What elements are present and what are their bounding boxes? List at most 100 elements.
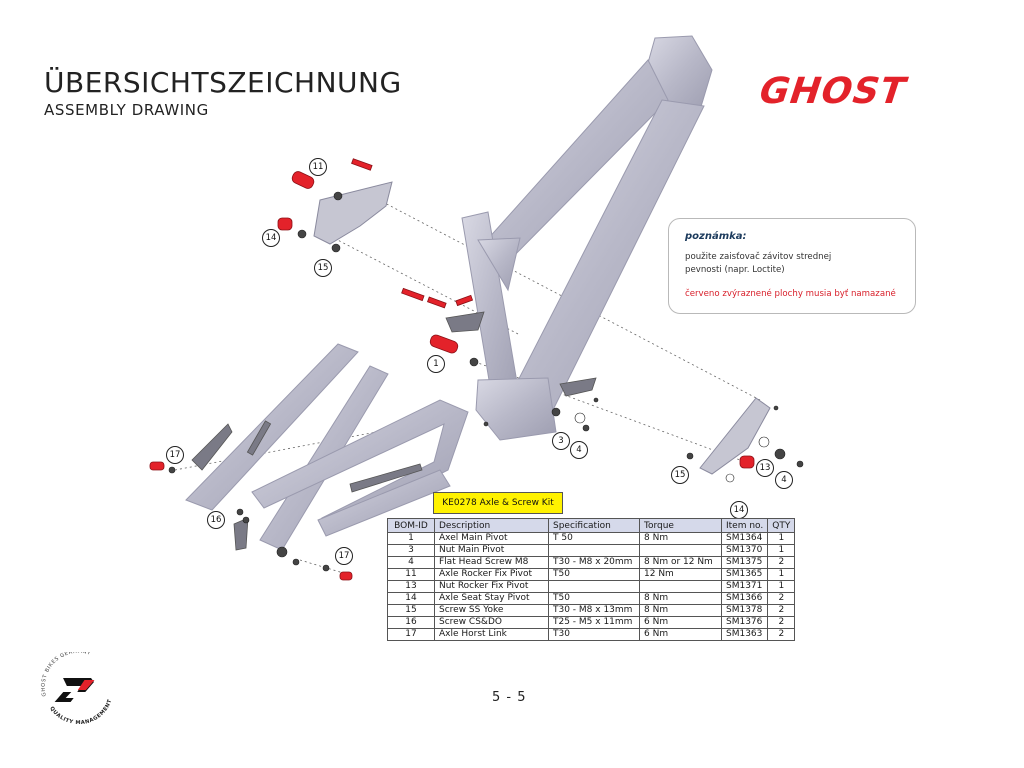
bom-cell-item-no: SM1363: [720, 628, 769, 641]
bom-cell-qty: 1: [767, 580, 796, 593]
callout-15: 15: [671, 466, 689, 484]
bom-cell-description: Nut Rocker Fix Pivot: [434, 580, 549, 593]
bottom-bracket: [475, 377, 557, 441]
kit-label: KE0278 Axle & Screw Kit: [433, 492, 563, 514]
bom-cell-torque: 8 Nm: [639, 592, 722, 605]
bom-cell-qty: 2: [767, 556, 796, 569]
note-title: poznámka:: [685, 231, 747, 242]
bom-cell-description: Screw CS&DO: [434, 616, 549, 629]
bom-cell-qty: 2: [767, 628, 796, 641]
bom-cell-item-no: SM1365: [720, 568, 769, 581]
callout-14: 14: [730, 501, 748, 519]
bom-cell-torque: 8 Nm: [639, 604, 722, 617]
bom-header-id: BOM-ID: [387, 518, 435, 533]
callout-4: 4: [775, 471, 793, 489]
bom-cell-id: 14: [387, 592, 435, 605]
rocker-link: [313, 181, 393, 245]
bom-cell-description: Flat Head Screw M8: [434, 556, 549, 569]
bom-cell-id: 4: [387, 556, 435, 569]
callout-14: 14: [262, 229, 280, 247]
bom-cell-item-no: SM1371: [720, 580, 769, 593]
bom-header-torque: Torque: [639, 518, 722, 533]
bom-header-row: BOM-ID Description Specification Torque …: [387, 518, 796, 533]
callout-17: 17: [335, 547, 353, 565]
note-line-1: použite zaisťovač závitov strednej: [685, 252, 832, 262]
callout-11: 11: [309, 158, 327, 176]
bom-cell-torque: [639, 580, 722, 593]
callout-3: 3: [552, 432, 570, 450]
bom-cell-description: Axle Rocker Fix Pivot: [434, 568, 549, 581]
seat-stay-yoke: [699, 397, 771, 475]
bom-cell-specification: T30: [548, 628, 640, 641]
bom-table: BOM-ID Description Specification Torque …: [387, 518, 796, 641]
bom-cell-description: Axle Seat Stay Pivot: [434, 592, 549, 605]
quality-management-badge: GHOST BIKES GERMANY QUALITY MANAGEMENT: [41, 652, 113, 724]
callout-13: 13: [756, 459, 774, 477]
bom-cell-item-no: SM1375: [720, 556, 769, 569]
note-red-line: červeno zvýraznené plochy musia byť nama…: [685, 289, 896, 299]
bom-cell-torque: 8 Nm or 12 Nm: [639, 556, 722, 569]
bom-cell-id: 11: [387, 568, 435, 581]
bom-header-description: Description: [434, 518, 549, 533]
bom-cell-torque: 12 Nm: [639, 568, 722, 581]
svg-text:GHOST: GHOST: [753, 72, 912, 108]
bom-cell-item-no: SM1376: [720, 616, 769, 629]
brace: [477, 237, 521, 292]
note-box: poznámka: použite zaisťovač závitov stre…: [668, 218, 916, 314]
bom-cell-id: 13: [387, 580, 435, 593]
bom-cell-qty: 1: [767, 568, 796, 581]
bom-cell-specification: [548, 544, 640, 557]
chain-stay-lower: [317, 469, 451, 537]
bom-cell-id: 15: [387, 604, 435, 617]
svg-text:QUALITY MANAGEMENT: QUALITY MANAGEMENT: [48, 698, 113, 724]
page-number: 5 - 5: [492, 690, 527, 705]
bom-header-item-no: Item no.: [720, 518, 769, 533]
bom-header-specification: Specification: [548, 518, 640, 533]
bom-cell-torque: 6 Nm: [639, 616, 722, 629]
seat-stay-left: [185, 343, 359, 511]
bom-cell-specification: T50: [548, 592, 640, 605]
bom-cell-id: 16: [387, 616, 435, 629]
ghost-logo: GHOST: [753, 72, 912, 108]
note-line-2: pevnosti (napr. Loctite): [685, 265, 785, 275]
bom-cell-specification: T25 - M5 x 11mm: [548, 616, 640, 629]
page-subtitle: ASSEMBLY DRAWING: [44, 101, 209, 119]
bom-cell-torque: 8 Nm: [639, 532, 722, 545]
callout-16: 16: [207, 511, 225, 529]
bom-cell-id: 1: [387, 532, 435, 545]
bom-cell-id: 3: [387, 544, 435, 557]
bom-cell-specification: T50: [548, 568, 640, 581]
callout-17: 17: [166, 446, 184, 464]
bom-cell-item-no: SM1378: [720, 604, 769, 617]
bom-cell-torque: [639, 544, 722, 557]
bom-cell-item-no: SM1366: [720, 592, 769, 605]
bom-cell-qty: 2: [767, 604, 796, 617]
callout-15: 15: [314, 259, 332, 277]
bom-cell-id: 17: [387, 628, 435, 641]
bom-cell-torque: 6 Nm: [639, 628, 722, 641]
bom-cell-specification: T30 - M8 x 20mm: [548, 556, 640, 569]
callout-4: 4: [570, 441, 588, 459]
page-title: ÜBERSICHTSZEICHNUNG: [44, 66, 402, 99]
bom-cell-qty: 2: [767, 616, 796, 629]
bom-cell-item-no: SM1364: [720, 532, 769, 545]
bom-cell-qty: 1: [767, 544, 796, 557]
bom-cell-description: Axle Horst Link: [434, 628, 549, 641]
bom-cell-specification: T30 - M8 x 13mm: [548, 604, 640, 617]
bom-cell-item-no: SM1370: [720, 544, 769, 557]
callout-1: 1: [427, 355, 445, 373]
bom-cell-specification: [548, 580, 640, 593]
bom-cell-description: Screw SS Yoke: [434, 604, 549, 617]
bom-cell-description: Nut Main Pivot: [434, 544, 549, 557]
bom-cell-specification: T 50: [548, 532, 640, 545]
bom-cell-description: Axel Main Pivot: [434, 532, 549, 545]
